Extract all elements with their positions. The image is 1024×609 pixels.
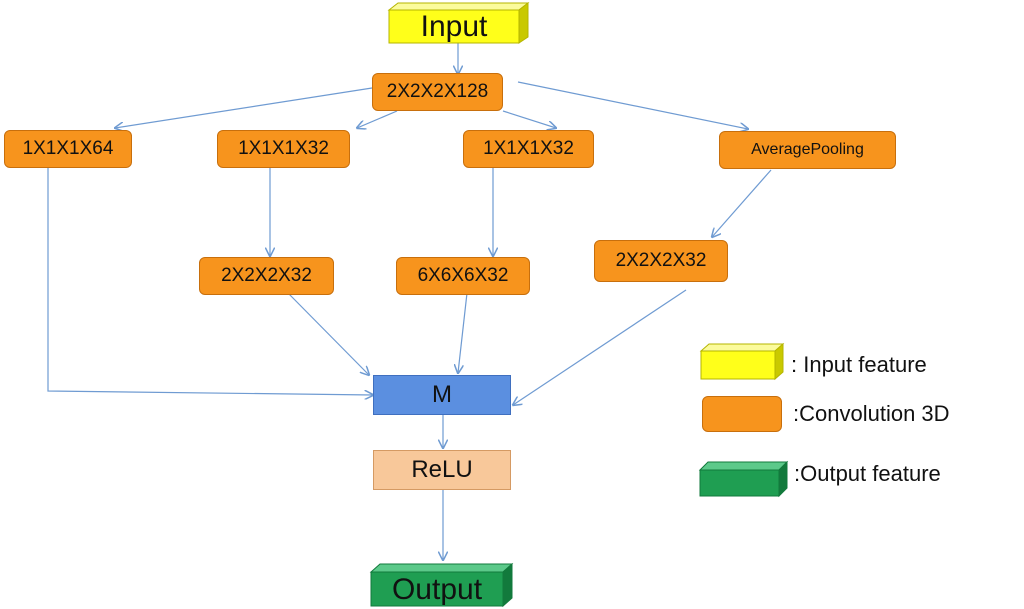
legend-input-swatch: [699, 342, 785, 381]
branch1-conv-label: 1X1X1X64: [22, 138, 114, 159]
branch3-conv2-label: 6X6X6X32: [417, 265, 509, 286]
branch3-conv-label: 1X1X1X32: [483, 138, 574, 159]
branch3-conv-node: 1X1X1X32: [463, 130, 594, 168]
input-feature-box: Input: [387, 1, 530, 44]
arrow-conv128-to-branch1: [115, 87, 373, 128]
legend-conv-swatch: [702, 396, 782, 432]
arrow-branch4conv-to-merge: [513, 289, 687, 405]
branch2-conv2-node: 2X2X2X32: [199, 257, 334, 295]
average-pooling-node: AveragePooling: [719, 131, 896, 169]
conv-2x2x2x128-label: 2X2X2X128: [386, 81, 489, 102]
arrow-conv128-to-avgpool: [517, 81, 748, 129]
branch2-conv2-label: 2X2X2X32: [221, 265, 312, 286]
arrow-conv128-to-branch2: [357, 110, 398, 128]
branch1-conv-node: 1X1X1X64: [4, 130, 132, 168]
arrow-branch3conv2-to-merge: [458, 292, 468, 373]
legend-input-label: : Input feature: [791, 352, 927, 377]
legend-output-swatch: [698, 460, 789, 498]
output-feature-box: Output: [369, 562, 514, 608]
legend-conv-label: :Convolution 3D: [793, 401, 950, 426]
arrow-conv128-to-branch3: [502, 110, 556, 128]
input-label: Input: [421, 10, 488, 43]
branch2-conv-label: 1X1X1X32: [238, 138, 329, 159]
average-pooling-label: AveragePooling: [751, 141, 864, 158]
branch4-conv-label: 2X2X2X32: [615, 250, 707, 271]
arrow-branch2conv2-to-merge: [287, 292, 369, 375]
merge-label: M: [432, 381, 452, 408]
branch4-conv-node: 2X2X2X32: [594, 240, 728, 282]
legend-output-label: :Output feature: [794, 461, 941, 486]
branch3-conv2-node: 6X6X6X32: [396, 257, 530, 295]
arrow-avgpool-to-conv: [712, 169, 772, 237]
conv-2x2x2x128-node: 2X2X2X128: [372, 73, 503, 111]
output-label: Output: [392, 573, 483, 606]
relu-node: ReLU: [373, 450, 511, 490]
branch2-conv-node: 1X1X1X32: [217, 130, 350, 168]
arrow-branch1-to-merge: [47, 168, 373, 395]
relu-label: ReLU: [411, 456, 473, 483]
merge-node: M: [373, 375, 511, 415]
